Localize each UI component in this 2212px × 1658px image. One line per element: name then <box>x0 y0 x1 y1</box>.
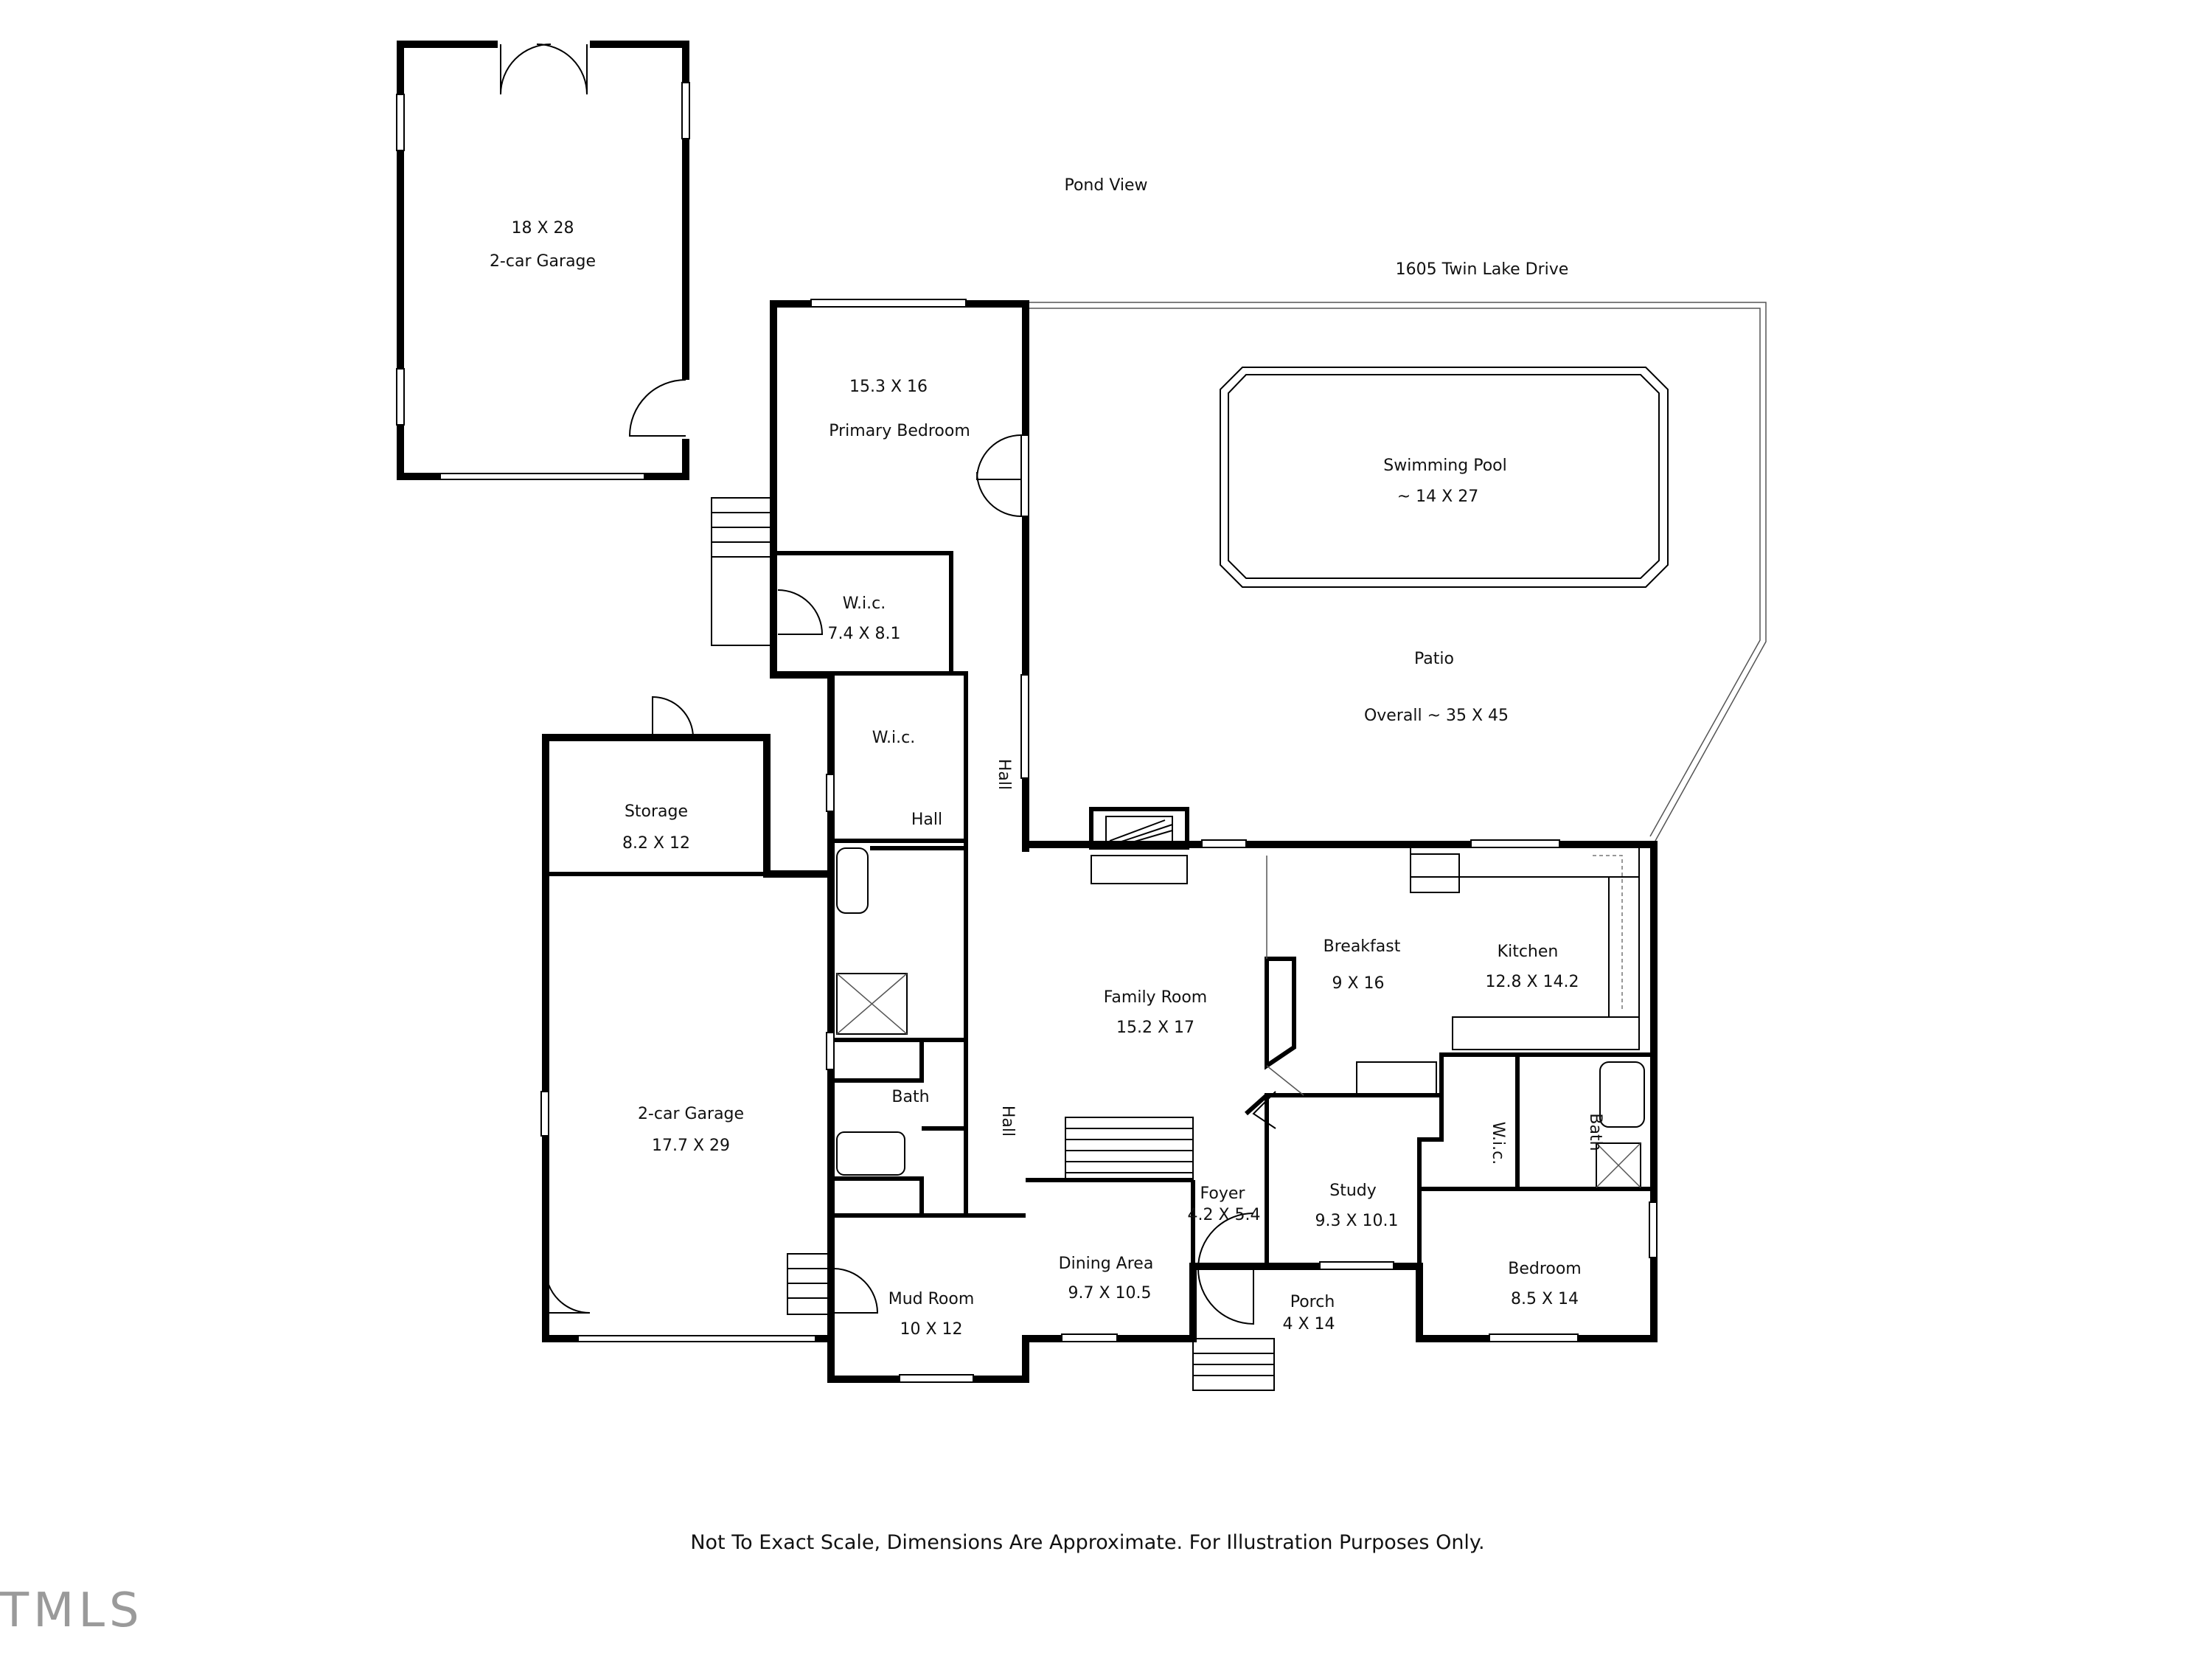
wic-3-name: W.i.c. <box>1489 1122 1507 1165</box>
bedroom-dims: 8.5 X 14 <box>1511 1290 1579 1308</box>
kitchen-name: Kitchen <box>1498 943 1559 961</box>
hall-2-name: Hall <box>995 759 1013 790</box>
hall-3-name: Hall <box>998 1106 1017 1137</box>
study-dims: 9.3 X 10.1 <box>1315 1212 1398 1230</box>
address-label: 1605 Twin Lake Drive <box>1396 260 1569 279</box>
detached-garage <box>396 37 693 481</box>
breakfast-name: Breakfast <box>1324 937 1401 956</box>
swimming-pool <box>1220 367 1669 588</box>
kitchen-dims: 12.8 X 14.2 <box>1485 973 1579 991</box>
dining-area-dims: 9.7 X 10.5 <box>1068 1284 1151 1303</box>
house-walls <box>540 299 1658 1391</box>
storage-name: Storage <box>625 802 688 821</box>
dining-area-name: Dining Area <box>1059 1255 1154 1273</box>
patio-name: Patio <box>1414 650 1454 668</box>
storage-dims: 8.2 X 12 <box>622 834 690 853</box>
swimming-pool-name: Swimming Pool <box>1383 457 1506 475</box>
mud-room-dims: 10 X 12 <box>900 1320 962 1339</box>
disclaimer-text: Not To Exact Scale, Dimensions Are Appro… <box>690 1531 1484 1554</box>
bath-1-name: Bath <box>891 1088 929 1106</box>
mls-logo: TMLS <box>0 1584 144 1638</box>
porch-name: Porch <box>1290 1293 1335 1311</box>
attached-garage-name: 2-car Garage <box>638 1105 744 1123</box>
attached-garage-dims: 17.7 X 29 <box>652 1137 730 1155</box>
detached-garage-dims: 18 X 28 <box>511 219 574 237</box>
foyer-name: Foyer <box>1200 1184 1246 1203</box>
bath-2-name: Bath <box>1586 1113 1604 1151</box>
family-room-dims: 15.2 X 17 <box>1116 1019 1194 1037</box>
steps-garage <box>787 1253 830 1315</box>
staircase-interior <box>1065 1117 1194 1181</box>
primary-bedroom-dims: 15.3 X 16 <box>849 378 928 396</box>
study-name: Study <box>1329 1182 1377 1200</box>
steps-porch <box>1192 1338 1275 1391</box>
steps-left <box>711 497 771 646</box>
detached-garage-name: 2-car Garage <box>490 252 596 271</box>
wic-1-name: W.i.c. <box>843 594 886 613</box>
family-room-name: Family Room <box>1104 988 1207 1007</box>
pond-view-label: Pond View <box>1064 176 1147 195</box>
wic-1-dims: 7.4 X 8.1 <box>827 625 900 643</box>
foyer-dims: 4.2 X 5.4 <box>1187 1206 1260 1224</box>
primary-bedroom-name: Primary Bedroom <box>829 422 970 440</box>
porch-dims: 4 X 14 <box>1282 1315 1335 1333</box>
patio-dims: Overall ~ 35 X 45 <box>1364 707 1509 725</box>
bedroom-name: Bedroom <box>1508 1260 1582 1278</box>
patio-outline <box>1029 302 1767 842</box>
wic-2-name: W.i.c. <box>872 729 915 747</box>
hall-1-name: Hall <box>911 811 942 829</box>
swimming-pool-dims: ~ 14 X 27 <box>1397 488 1478 506</box>
breakfast-dims: 9 X 16 <box>1332 974 1384 993</box>
mud-room-name: Mud Room <box>888 1290 975 1308</box>
